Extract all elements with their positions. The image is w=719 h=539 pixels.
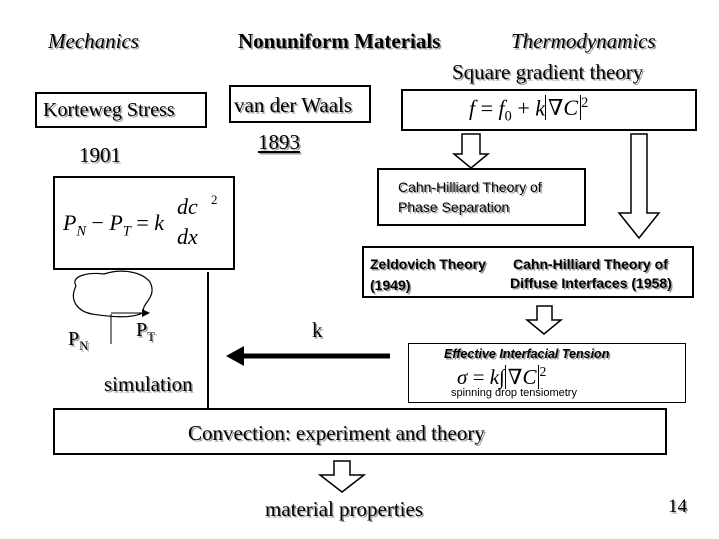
droplet-shape: [72, 270, 153, 318]
arrow-diffuse-to-tension: [524, 305, 564, 335]
tension-grad-magnitude: ∇C: [504, 365, 540, 389]
convection-box: Convection: experiment and theory: [53, 408, 667, 455]
f0-subscript: 0: [504, 108, 512, 125]
k-label: k: [312, 318, 323, 342]
f-symbol: f: [469, 95, 476, 121]
pt-axis-head: [142, 309, 150, 317]
korteweg-label: Korteweg Stress: [43, 99, 175, 121]
pt-label: PT: [136, 319, 156, 344]
simulation-label: simulation: [104, 372, 193, 396]
f0-symbol: f: [498, 95, 505, 121]
effective-tension-title: Effective Interfacial Tension: [444, 347, 610, 361]
square-gradient-label: Square gradient theory: [452, 60, 644, 84]
material-properties-label: material properties: [265, 497, 424, 521]
cahn-phase-box: Cahn-Hilliard Theory of Phase Separation: [377, 168, 586, 226]
vanderwaals-label: van der Waals: [234, 93, 353, 117]
cahn-diffuse-line2: Diffuse Interfaces (1958): [510, 275, 672, 291]
k-arrow-head: [226, 346, 244, 366]
grad-c-magnitude: ∇C: [545, 95, 582, 121]
arrow-convection-to-properties: [317, 460, 367, 493]
plus-sign: +: [517, 95, 530, 121]
convection-label: Convection: experiment and theory: [188, 421, 485, 445]
zeldovich-line1: Zeldovich Theory: [370, 256, 486, 272]
pn-label: PN: [68, 328, 89, 353]
k-symbol: k: [535, 95, 546, 121]
heading-nonuniform-materials: Nonuniform Materials: [238, 29, 441, 53]
cahn-phase-line2: Phase Separation: [398, 199, 510, 215]
korteweg-box: Korteweg Stress: [35, 92, 207, 128]
year-1901: 1901: [79, 143, 121, 167]
vanderwaals-box: van der Waals: [229, 85, 371, 123]
cahn-diffuse-line1: Cahn-Hilliard Theory of: [513, 256, 668, 272]
theories-box: Zeldovich Theory (1949) Cahn-Hilliard Th…: [362, 246, 694, 298]
heading-mechanics: Mechanics: [48, 29, 139, 53]
dx-denominator: dx: [177, 224, 198, 249]
heading-thermodynamics: Thermodynamics: [511, 29, 656, 53]
korteweg-exponent: 2: [211, 192, 218, 207]
arrow-f-to-cahn-phase: [451, 133, 491, 169]
zeldovich-line2: (1949): [370, 277, 411, 293]
spinning-drop-note: spinning drop tensiometry: [451, 387, 577, 399]
f-exponent: 2: [581, 95, 589, 111]
equals-sign: =: [480, 95, 494, 121]
arrow-f-to-cahn-diffuse: [617, 133, 661, 240]
cahn-phase-line1: Cahn-Hilliard Theory of: [398, 179, 542, 195]
dc-numerator: dc: [177, 194, 198, 219]
page-number: 14: [668, 496, 687, 517]
korteweg-equation-box: PN − PT = k dc dx 2: [53, 176, 235, 270]
korteweg-equation-lhs: PN − PT = k: [63, 210, 165, 240]
year-1893: 1893: [258, 130, 300, 154]
